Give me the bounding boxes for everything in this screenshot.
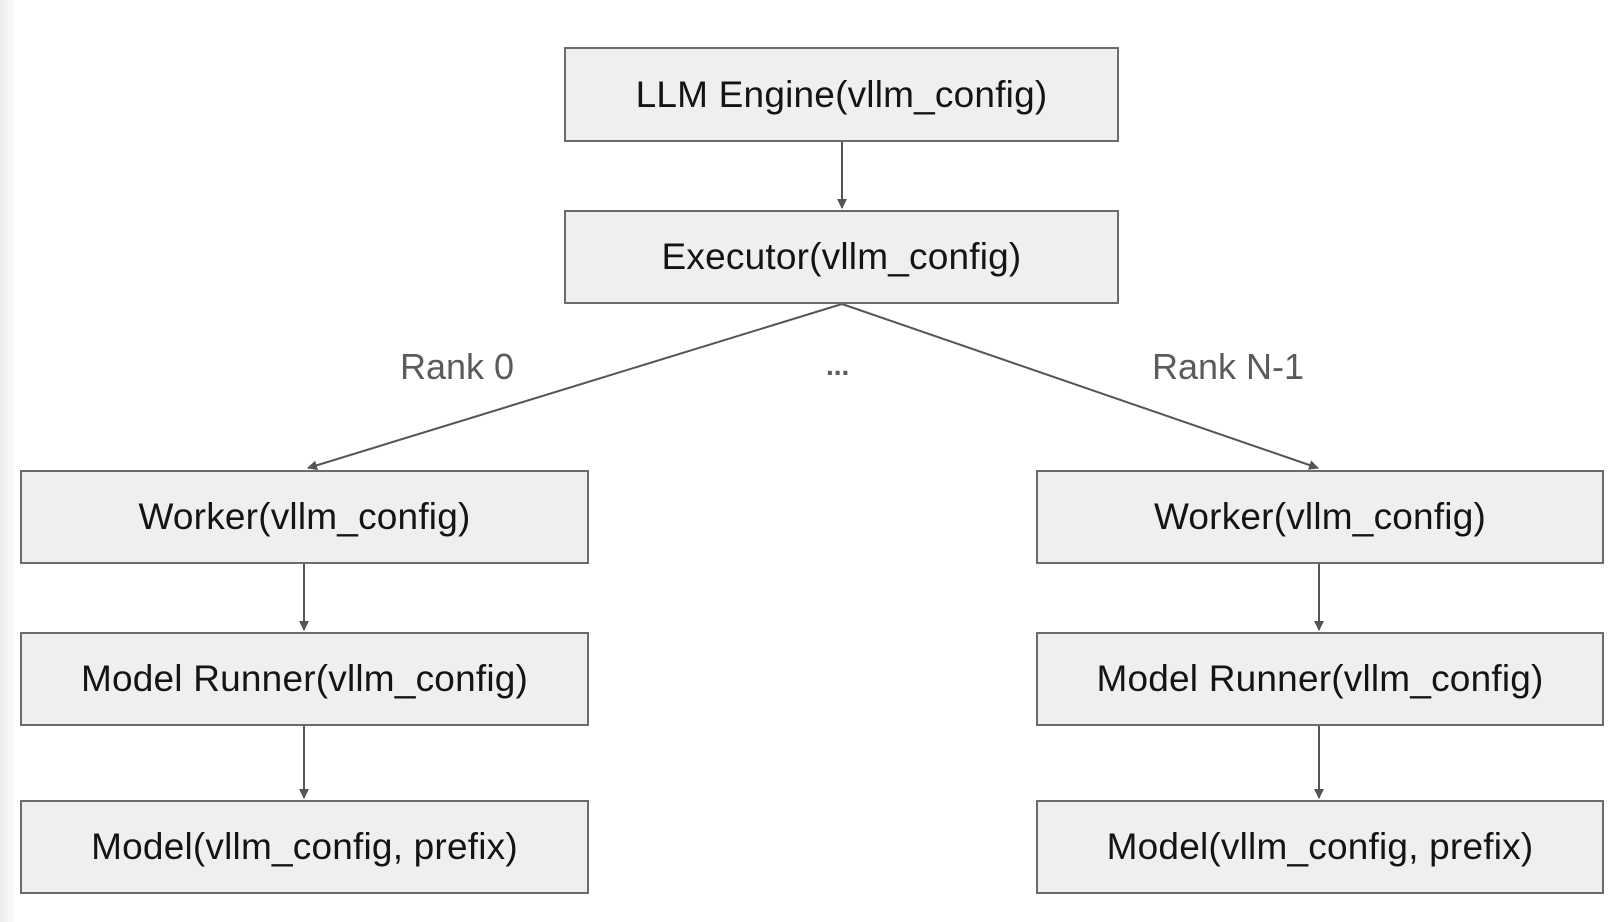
model-runner-right-box: Model Runner(vllm_config) bbox=[1036, 632, 1604, 726]
worker-right-box: Worker(vllm_config) bbox=[1036, 470, 1604, 564]
model-left-box: Model(vllm_config, prefix) bbox=[20, 800, 589, 894]
rank-last-label: Rank N-1 bbox=[1152, 346, 1305, 387]
llm-engine-label: LLM Engine(vllm_config) bbox=[635, 73, 1048, 115]
worker-left-label: Worker(vllm_config) bbox=[138, 496, 471, 537]
model-left-label: Model(vllm_config, prefix) bbox=[91, 826, 518, 867]
executor-box: Executor(vllm_config) bbox=[564, 210, 1119, 304]
ellipsis-label: ... bbox=[826, 350, 850, 381]
arrow-executor-to-worker-right bbox=[841, 303, 1319, 470]
arrow-executor-to-worker-left bbox=[307, 303, 843, 471]
model-runner-left-box: Model Runner(vllm_config) bbox=[20, 632, 589, 726]
worker-left-box: Worker(vllm_config) bbox=[20, 470, 589, 564]
model-right-label: Model(vllm_config, prefix) bbox=[1106, 826, 1534, 867]
llm-engine-box: LLM Engine(vllm_config) bbox=[564, 47, 1119, 142]
rank-first-label: Rank 0 bbox=[400, 346, 515, 387]
model-runner-right-label: Model Runner(vllm_config) bbox=[1096, 658, 1544, 699]
worker-right-label: Worker(vllm_config) bbox=[1153, 496, 1487, 537]
model-runner-left-label: Model Runner(vllm_config) bbox=[80, 658, 529, 699]
executor-label: Executor(vllm_config) bbox=[661, 236, 1022, 277]
model-right-box: Model(vllm_config, prefix) bbox=[1036, 800, 1604, 894]
left-edge-shadow bbox=[0, 0, 14, 922]
